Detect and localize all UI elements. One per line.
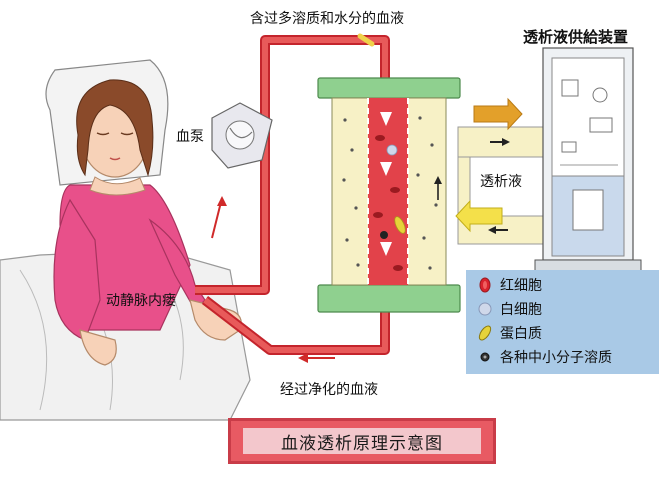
protein-icon — [476, 324, 494, 342]
supply-device-label: 透析液供給装置 — [523, 28, 629, 46]
legend-item-protein: 蛋白质 — [476, 322, 542, 344]
dialysate-label: 透析液 — [480, 174, 522, 190]
legend-item-wbc: 白细胞 — [476, 298, 542, 320]
red-blood-cell-icon — [476, 276, 494, 294]
legend-label: 白细胞 — [500, 302, 542, 318]
blood-pump — [211, 102, 273, 169]
caption-banner: 血液透析原理示意图 — [228, 418, 496, 464]
small-molecule-icon — [476, 348, 494, 366]
legend-label: 各种中小分子溶质 — [500, 350, 612, 366]
legend-label: 红细胞 — [500, 278, 542, 294]
fistula-label: 动静脉内瘘 — [106, 293, 176, 309]
dialysate-tubes — [455, 97, 551, 245]
dialyzer — [317, 77, 461, 313]
white-blood-cell-icon — [476, 300, 494, 318]
blood-tubing — [195, 33, 390, 363]
legend-label: 蛋白质 — [500, 326, 542, 342]
legend-item-solutes: 各种中小分子溶质 — [476, 346, 612, 368]
patient-illustration — [0, 59, 251, 421]
blood-in-label: 含过多溶质和水分的血液 — [250, 11, 404, 27]
blood-out-label: 经过净化的血液 — [280, 382, 378, 398]
legend-item-rbc: 红细胞 — [476, 274, 542, 296]
dialysate-supply-machine — [534, 47, 642, 275]
pump-label: 血泵 — [176, 129, 204, 145]
caption-title: 血液透析原理示意图 — [243, 428, 481, 454]
legend: 红细胞 白细胞 蛋白质 各种中小分子溶质 — [466, 270, 659, 374]
